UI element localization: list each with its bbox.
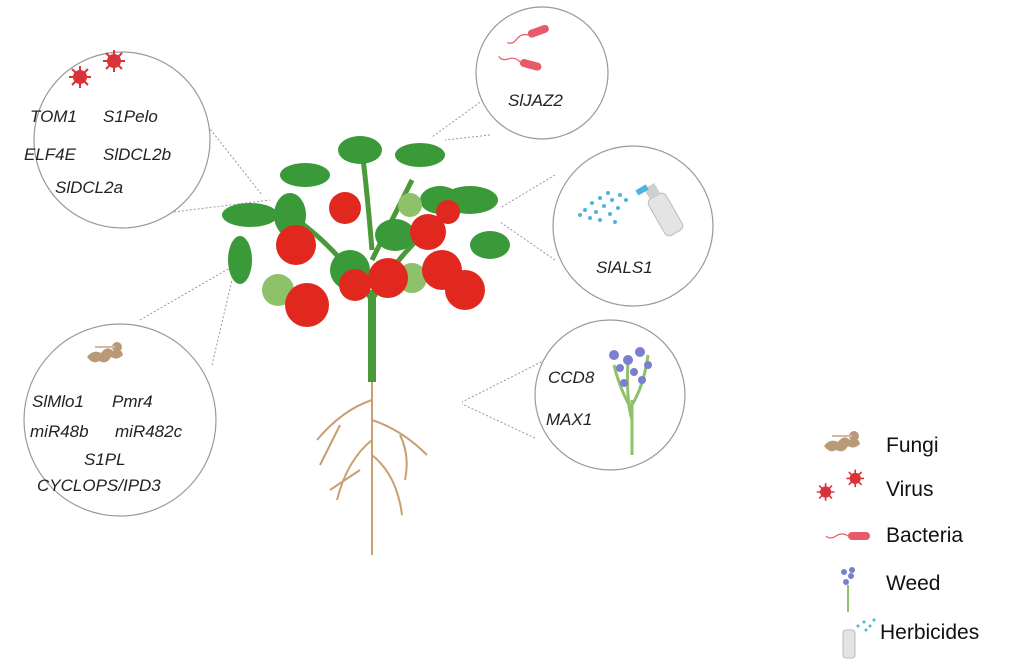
weed-icon: [841, 567, 855, 612]
gene-label: Pmr4: [112, 392, 153, 411]
gene-label: CCD8: [548, 368, 595, 387]
gene-label: CYCLOPS/IPD3: [37, 476, 161, 495]
gene-label: miR48b: [30, 422, 89, 441]
herbicide-spray-icon: [842, 618, 876, 659]
fungi-circle: SlMlo1 Pmr4 miR48b miR482c S1PL CYCLOPS/…: [23, 323, 217, 517]
connector-lines: [139, 99, 556, 439]
legend-label: Virus: [886, 478, 933, 501]
virus-icon: [102, 49, 126, 73]
weed-circle: CCD8 MAX1: [534, 319, 686, 471]
herbicide-spray-icon: [635, 182, 684, 237]
virus-icon: [845, 468, 865, 489]
bacteria-icon: [825, 531, 871, 541]
herbicides-circle: SlALS1: [552, 145, 714, 307]
tomato-plant-illustration: [222, 136, 510, 555]
roots: [316, 380, 428, 555]
gene-label: ELF4E: [24, 145, 77, 164]
gene-label: MAX1: [546, 410, 592, 429]
legend-label: Herbicides: [880, 621, 979, 644]
legend-label: Fungi: [886, 434, 939, 457]
legend-label: Bacteria: [886, 524, 963, 547]
gene-label: SlALS1: [596, 258, 653, 277]
virus-icon: [815, 482, 836, 502]
gene-label: S1Pelo: [103, 107, 158, 126]
gene-label: SlJAZ2: [508, 91, 563, 110]
gene-label: SlMlo1: [32, 392, 84, 411]
gene-label: S1PL: [84, 450, 126, 469]
legend: Fungi Virus Bacteria Weed Herbicides: [815, 430, 979, 659]
fungi-icon: [823, 430, 861, 453]
virus-icon: [68, 65, 92, 89]
gene-label: SlDCL2b: [103, 145, 171, 164]
gene-label: SlDCL2a: [55, 178, 123, 197]
bacteria-circle: SlJAZ2: [475, 6, 609, 140]
gene-label: miR482c: [115, 422, 183, 441]
spray-droplets: [578, 191, 628, 224]
virus-circle: TOM1 S1Pelo ELF4E SlDCL2b SlDCL2a: [24, 49, 211, 229]
weed-icon: [609, 347, 652, 455]
legend-label: Weed: [886, 572, 940, 595]
gene-label: TOM1: [30, 107, 77, 126]
